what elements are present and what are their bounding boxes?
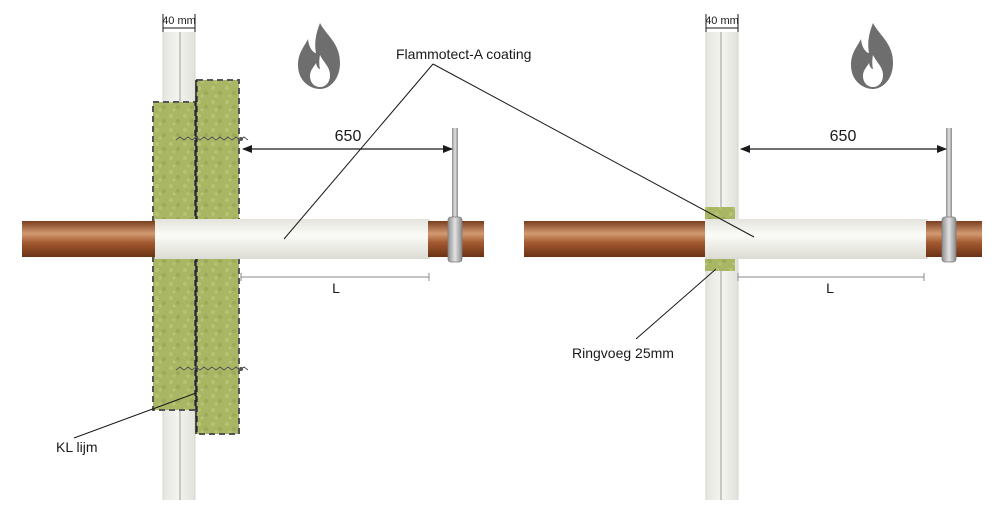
dimension-L-right: L [737, 273, 925, 296]
screw-bottom [175, 366, 249, 371]
dimension-650-right: 650 [740, 128, 947, 153]
copper-pipe-right-outer [524, 221, 707, 257]
coating-leader-right [432, 63, 755, 238]
ring-joint-leader-line [635, 268, 717, 340]
wall-left-label: 40 mm [162, 15, 196, 27]
wall-right-label: 40 mm [705, 15, 739, 27]
pipe-clamp-left [447, 216, 463, 263]
coating-label: Flammotect-A coating [396, 46, 531, 62]
coating-callout: Flammotect-A coating [283, 46, 755, 240]
coated-pipe-section-right [705, 219, 928, 259]
dimension-L-left: L [240, 273, 430, 296]
wall-left-dimension: 40 mm [162, 14, 196, 32]
adhesive-leader-line [73, 392, 197, 439]
adhesive-label: KL lijm [56, 439, 98, 455]
coating-leader-left [283, 63, 434, 240]
dimension-650-right-label: 650 [830, 128, 857, 145]
ring-joint-label: Ringvoeg 25mm [572, 345, 674, 361]
dimension-L-right-label: L [826, 280, 834, 296]
wall-right-dimension: 40 mm [705, 14, 739, 32]
dimension-650-left: 650 [242, 128, 453, 153]
fire-icon [298, 23, 340, 89]
fire-icon [851, 23, 893, 89]
hanger-rod-left [452, 128, 458, 222]
right-assembly: 40 mm 650 L Ringvoeg 25mm [524, 14, 982, 500]
ring-joint-bottom [705, 257, 735, 271]
screw-top [175, 136, 249, 141]
left-assembly: 40 mm 650 [22, 14, 484, 500]
dimension-L-left-label: L [332, 280, 340, 296]
pipe-clamp-right [941, 216, 957, 263]
coated-pipe-section-left [155, 219, 430, 259]
hanger-rod-right [946, 128, 952, 222]
ring-joint-top [705, 207, 735, 221]
dimension-650-left-label: 650 [335, 128, 362, 145]
copper-pipe-left-outer [22, 221, 155, 257]
